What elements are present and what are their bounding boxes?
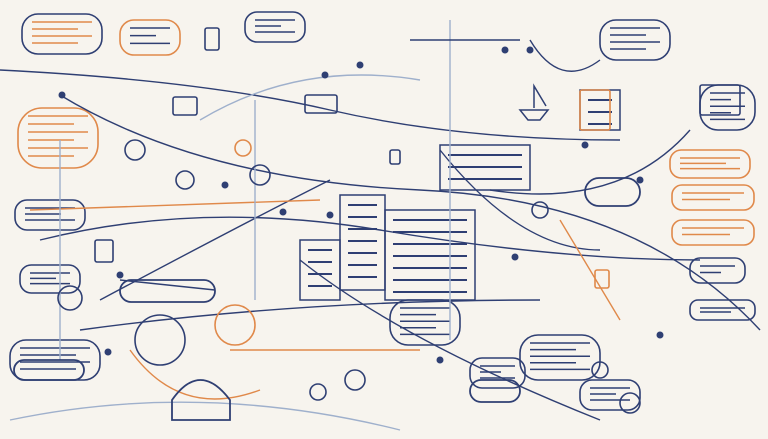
connector-dot (636, 176, 644, 184)
connector-curve (559, 219, 621, 321)
text-bubble (689, 299, 756, 321)
connector-dot (501, 46, 509, 54)
connector-curve (529, 39, 601, 72)
connector-curve (79, 299, 541, 331)
connector-curve (199, 74, 421, 121)
connector-dot (279, 208, 287, 216)
connector-dot (326, 211, 334, 219)
connector-dot (656, 331, 664, 339)
text-bubble (17, 107, 99, 169)
connector-curve (119, 279, 216, 291)
pill-shape (584, 177, 641, 207)
panel (384, 209, 476, 301)
sailboat-icon (518, 83, 550, 121)
connector-dot (58, 91, 66, 99)
circle-icon (234, 139, 252, 157)
connector-dot (104, 348, 112, 356)
text-bubble (519, 334, 601, 381)
connector-curve (29, 199, 321, 211)
connector-curve (299, 259, 601, 421)
square-icon (172, 96, 198, 116)
square-icon (579, 89, 611, 131)
connector-dot (526, 46, 534, 54)
connector-curve (439, 149, 601, 251)
pill-shape (469, 379, 521, 403)
circle-icon (57, 285, 83, 311)
square-icon (304, 94, 338, 114)
text-bubble (244, 11, 306, 43)
connector-dot (511, 253, 519, 261)
connector-curve (129, 349, 261, 400)
connector-dot (116, 271, 124, 279)
connector-dot (581, 141, 589, 149)
connector-dot (356, 61, 364, 69)
connector-dot (221, 181, 229, 189)
text-bubble (669, 149, 751, 179)
square-icon (204, 27, 220, 51)
text-bubble (671, 219, 755, 246)
text-bubble (119, 19, 181, 56)
circle-icon (309, 383, 327, 401)
panel (299, 239, 341, 301)
connector-dot (321, 71, 329, 79)
circle-icon (175, 170, 195, 190)
circle-icon (249, 164, 271, 186)
square-icon (699, 84, 741, 116)
connector-curve (0, 69, 621, 141)
text-bubble (671, 184, 755, 211)
text-bubble (21, 13, 103, 55)
pill-shape (13, 359, 85, 381)
circle-icon (124, 139, 146, 161)
connector-curve (39, 216, 701, 261)
text-bubble (599, 19, 671, 61)
circle-icon (344, 369, 366, 391)
square-icon (594, 269, 610, 289)
square-icon (389, 149, 401, 165)
circle-icon (214, 304, 256, 346)
connector-curve (9, 401, 401, 431)
connector-dot (436, 356, 444, 364)
circle-icon (619, 392, 641, 414)
text-bubble (469, 357, 526, 389)
circle-icon (591, 361, 609, 379)
gauge-icon (171, 379, 231, 421)
text-bubble (579, 379, 641, 411)
panel (439, 144, 531, 191)
pill-shape (119, 279, 216, 303)
connector-curve (489, 129, 691, 195)
text-bubble (14, 199, 86, 231)
circle-icon (134, 314, 186, 366)
circle-icon (531, 201, 549, 219)
text-bubble (19, 264, 81, 294)
square-icon (94, 239, 114, 263)
